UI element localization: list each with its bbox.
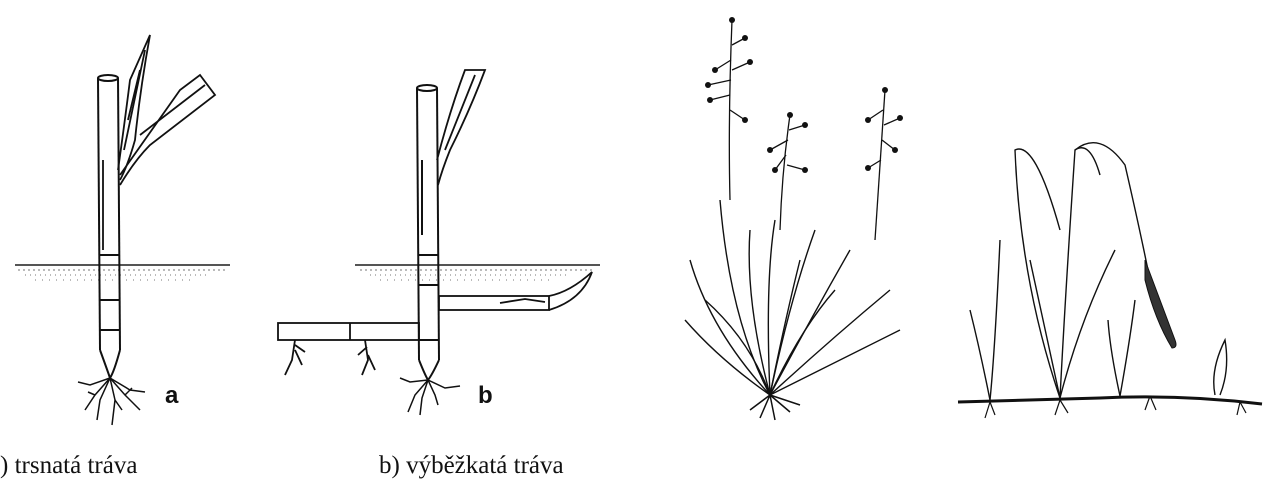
panicles — [708, 20, 900, 240]
stoloniferous-shoot-drawing: b — [270, 0, 610, 440]
caption-tufted-grass: ) trsnatá tráva — [0, 452, 137, 480]
spikelets — [705, 17, 903, 173]
leaf-sheath — [437, 70, 485, 185]
soil-surface — [15, 265, 230, 280]
soil-surface — [355, 265, 600, 280]
tufted-grass-drawing — [650, 0, 940, 440]
illustration-tufted-grass — [650, 0, 940, 440]
panel-b-letter: b — [478, 382, 493, 409]
illustration-creeping-grass — [950, 0, 1271, 440]
leaf-blades — [970, 143, 1227, 400]
spike — [1145, 260, 1176, 348]
tufted-shoot-drawing: a — [0, 0, 250, 440]
stem — [98, 75, 120, 378]
roots — [78, 378, 145, 425]
panel-a-letter: a — [165, 382, 179, 409]
caption-stoloniferous-grass: b) výběžkatá tráva — [379, 452, 564, 480]
runner — [958, 397, 1262, 404]
leaf-blades — [685, 200, 900, 395]
diagram-tufted-shoot: a — [0, 0, 250, 440]
stolon-tip — [439, 272, 592, 310]
rhizome — [278, 323, 419, 375]
roots — [750, 395, 800, 420]
stem — [417, 85, 439, 380]
diagram-stoloniferous-shoot: b — [270, 0, 610, 440]
creeping-grass-drawing — [950, 0, 1271, 440]
roots — [400, 378, 460, 415]
